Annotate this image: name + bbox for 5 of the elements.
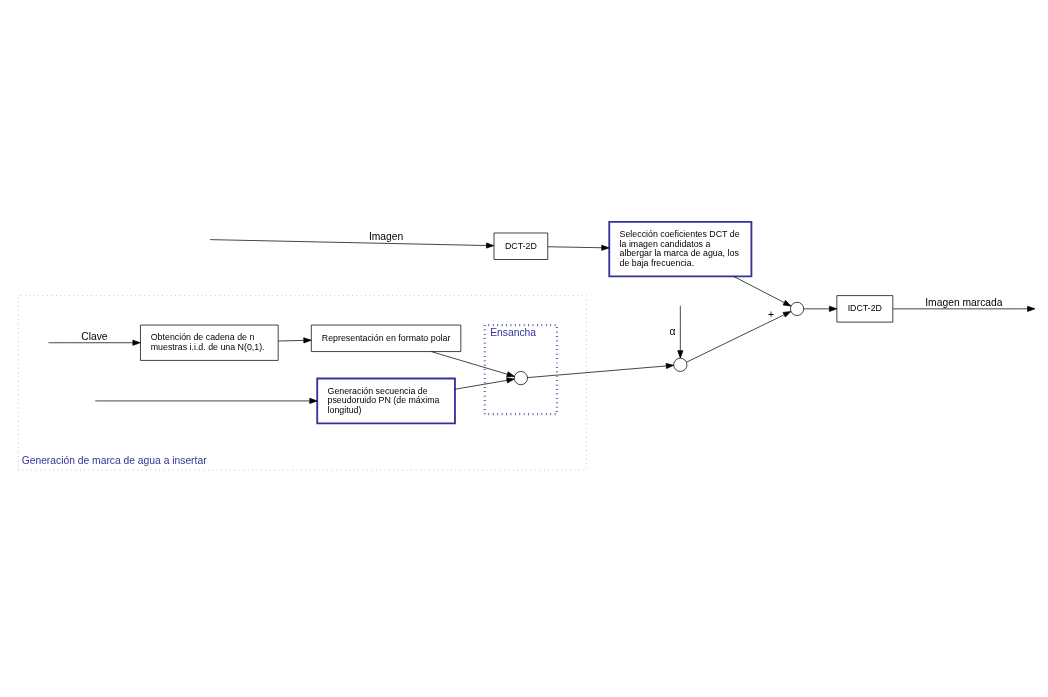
edge-label: Imagen xyxy=(368,230,404,242)
edge-label: Clave xyxy=(81,330,108,342)
edge-label: α xyxy=(669,325,676,337)
edge-label: Imagen marcada xyxy=(925,296,1003,308)
edge-label: + xyxy=(767,308,774,320)
